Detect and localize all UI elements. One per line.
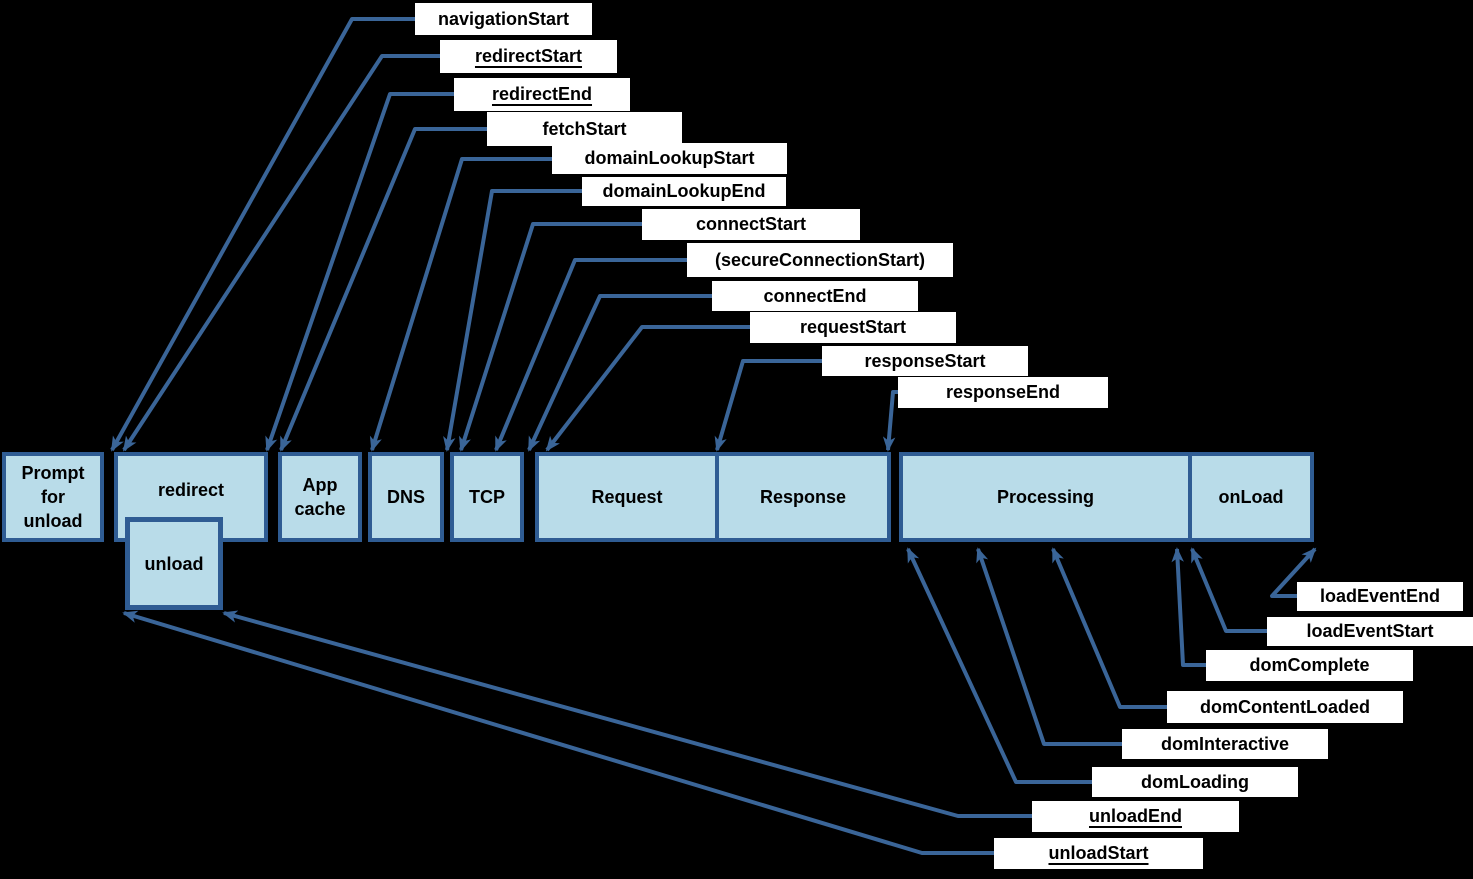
domLoading-arrow [906, 547, 1096, 784]
event-label-domLoading: domLoading [1092, 767, 1298, 797]
connectStart-arrow [459, 222, 646, 452]
phase-label-app-cache: App cache [294, 475, 346, 519]
event-label-fetchStart: fetchStart [487, 112, 682, 146]
fetchStart-arrow [279, 127, 491, 452]
navigationStart-arrow [110, 17, 419, 452]
requestStart-arrow [545, 325, 754, 452]
domContentLoaded-arrow [1051, 547, 1171, 709]
redirectEnd-arrow [265, 92, 458, 452]
event-label-domInteractive: domInteractive [1122, 729, 1328, 759]
domainLookupEnd-arrow [443, 189, 586, 452]
loadEventEnd-arrow [1270, 547, 1317, 598]
event-label-unloadStart: unloadStart [994, 838, 1203, 869]
event-label-responseEnd: responseEnd [898, 377, 1108, 408]
phase-box-app-cache: App cache [278, 452, 362, 542]
phase-label-redirect: redirect [157, 480, 225, 500]
event-label-loadEventEnd: loadEventEnd [1297, 582, 1463, 611]
phase-box-request-response: Request Response [535, 452, 891, 542]
phase-label-request: Request [591, 487, 663, 507]
secureConnectionStart-arrow [494, 258, 691, 452]
phase-box-dns: DNS [368, 452, 444, 542]
domInteractive-arrow [976, 547, 1126, 746]
event-label-connectEnd: connectEnd [712, 281, 918, 311]
event-label-requestStart: requestStart [750, 312, 956, 343]
phase-box-tcp: TCP [450, 452, 524, 542]
connectEnd-arrow [527, 294, 716, 452]
phase-box-unload: unload [125, 517, 223, 610]
event-label-redirectEnd: redirectEnd [454, 78, 630, 111]
phase-box-processing-onload: Processing onLoad [899, 452, 1314, 542]
unloadEnd-arrow [222, 610, 1036, 818]
unloadStart-arrow [122, 610, 998, 855]
redirectStart-arrow [122, 54, 444, 452]
event-label-loadEventStart: loadEventStart [1267, 617, 1473, 646]
phase-label-dns: DNS [386, 487, 425, 507]
responseStart-arrow [714, 359, 826, 452]
phase-box-prompt-for-unload: Prompt for unload [2, 452, 104, 542]
event-label-domainLookupEnd: domainLookupEnd [582, 177, 786, 206]
phase-label-unload: unload [144, 553, 204, 574]
event-label-redirectStart: redirectStart [440, 40, 617, 73]
domainLookupStart-arrow [369, 157, 556, 452]
event-label-secureConnectionStart: (secureConnectionStart) [687, 243, 953, 277]
event-label-connectStart: connectStart [642, 209, 860, 240]
event-label-domComplete: domComplete [1206, 650, 1413, 681]
domComplete-arrow [1171, 547, 1210, 667]
event-label-domContentLoaded: domContentLoaded [1167, 691, 1403, 723]
phase-label-prompt-for-unload: Prompt for unload [21, 463, 85, 531]
phase-label-tcp: TCP [469, 487, 505, 507]
event-label-domainLookupStart: domainLookupStart [552, 143, 787, 174]
event-label-unloadEnd: unloadEnd [1032, 801, 1239, 832]
phase-label-response: Response [715, 456, 887, 538]
phase-label-processing: Processing [996, 487, 1095, 507]
event-label-navigationStart: navigationStart [415, 3, 592, 35]
event-label-responseStart: responseStart [822, 346, 1028, 376]
phase-label-onload: onLoad [1188, 456, 1310, 538]
loadEventStart-arrow [1190, 547, 1271, 633]
